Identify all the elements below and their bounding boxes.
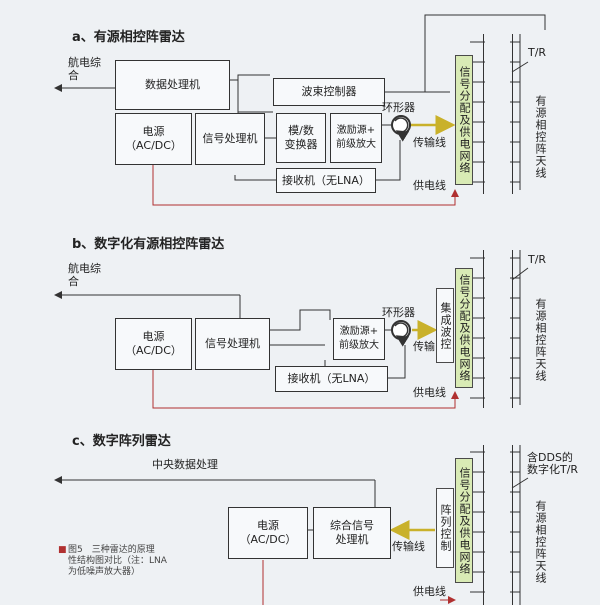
transmission-label-b: 传输	[413, 340, 435, 353]
antenna-label-b: 有源相控阵天线	[534, 298, 547, 382]
section-b-title: b、数字化有源相控阵雷达	[72, 237, 225, 252]
distribution-network-a: 信号分配及供电网络	[455, 55, 473, 185]
transmission-label-a: 传输线	[413, 136, 446, 149]
beam-controller-box: 波束控制器	[273, 78, 385, 106]
circulator-label-a: 环形器	[382, 101, 415, 114]
tr-label-a: T/R	[528, 46, 547, 59]
receiver-box-b: 接收机（无LNA）	[275, 366, 388, 392]
antenna-array-a	[483, 34, 513, 194]
exciter-box-b: 激励源+ 前级放大	[333, 318, 385, 360]
central-processing-label: 中央数据处理	[152, 458, 218, 471]
data-processor-box: 数据处理机	[115, 60, 230, 110]
signal-processor-box-a: 信号处理机	[195, 113, 265, 165]
power-line-label-c: 供电线	[413, 585, 446, 598]
antenna-array-c	[483, 445, 513, 605]
section-c-title: c、数字阵列雷达	[72, 434, 171, 449]
power-box-a: 电源 （AC/DC）	[115, 113, 192, 165]
avionics-label-b: 航电综 合	[68, 262, 101, 288]
section-a-title: a、有源相控阵雷达	[72, 30, 185, 45]
avionics-label-a: 航电综 合	[68, 56, 101, 82]
antenna-label-c: 有源相控阵天线	[534, 500, 547, 584]
power-box-c: 电源 （AC/DC）	[228, 507, 308, 559]
transmission-label-c: 传输线	[392, 540, 425, 553]
exciter-box-a: 激励源+ 前级放大	[330, 113, 382, 163]
antenna-label-a: 有源相控阵天线	[534, 95, 547, 179]
figure-caption: 图5 三种雷达的原理 性结构图对比（注：LNA 为低噪声放大器）	[68, 545, 167, 577]
distribution-network-c: 信号分配及供电网络	[455, 458, 473, 583]
circulator-label-b: 环形器	[382, 306, 415, 319]
distribution-network-b: 信号分配及供电网络	[455, 268, 473, 388]
power-line-label-a: 供电线	[413, 179, 446, 192]
adc-box: 模/数 变换器	[276, 113, 326, 163]
integrated-signal-processor-box: 综合信号 处理机	[313, 507, 391, 559]
caption-marker: ■	[58, 545, 67, 555]
tr-label-b: T/R	[528, 253, 547, 266]
array-control-box: 阵列控制	[436, 488, 454, 568]
receiver-box-a: 接收机（无LNA）	[276, 168, 376, 193]
integrated-beam-control-box: 集成波控	[436, 288, 454, 363]
signal-processor-box-b: 信号处理机	[195, 318, 270, 370]
power-line-label-b: 供电线	[413, 386, 446, 399]
power-box-b: 电源 （AC/DC）	[115, 318, 192, 370]
antenna-array-b	[483, 250, 513, 408]
tr-label-c: 含DDS的 数字化T/R	[527, 451, 579, 476]
